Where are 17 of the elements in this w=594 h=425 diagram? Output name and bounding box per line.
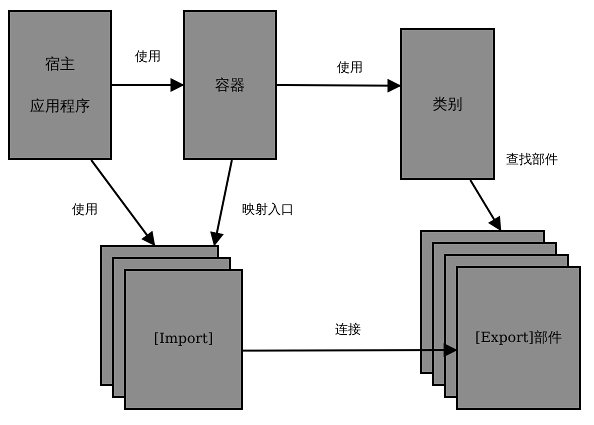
arrow xyxy=(210,160,233,246)
arrow xyxy=(90,159,156,246)
arrow xyxy=(469,179,502,232)
node-label: 类别 xyxy=(432,94,462,115)
arrow xyxy=(277,78,402,93)
arrow xyxy=(112,78,184,92)
node-label: 容器 xyxy=(215,74,245,96)
process-box xyxy=(183,10,277,160)
process-box xyxy=(400,28,495,180)
node-label: [Export]部件 xyxy=(475,328,562,348)
node-label: 宿主 xyxy=(45,54,75,74)
process-box xyxy=(8,10,112,160)
node-label: 应用程序 xyxy=(30,96,90,117)
stacked-boxes xyxy=(420,230,581,410)
arrow xyxy=(243,343,458,358)
stacked-boxes xyxy=(100,245,243,410)
node-label: [Import] xyxy=(154,330,214,349)
